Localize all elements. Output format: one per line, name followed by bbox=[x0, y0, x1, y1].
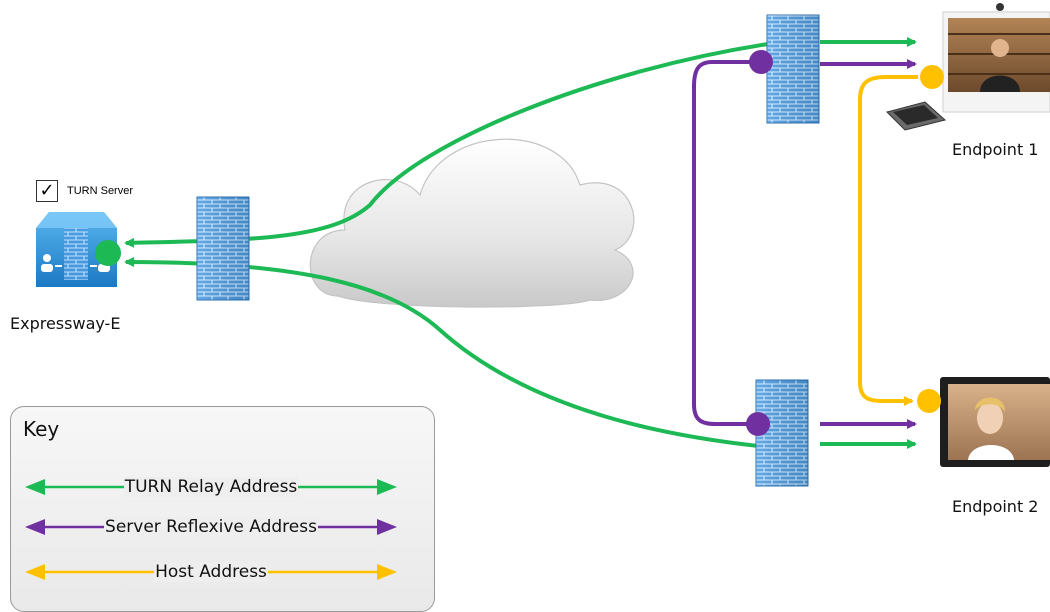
legend-label: TURN Relay Address bbox=[123, 477, 299, 497]
legend-label: Host Address bbox=[154, 562, 268, 582]
host-address-dot bbox=[917, 389, 941, 413]
host-address-dot bbox=[920, 65, 944, 89]
endpoint1-label: Endpoint 1 bbox=[952, 140, 1039, 159]
firewall-icon bbox=[196, 196, 250, 301]
expressway-server-icon bbox=[36, 212, 117, 287]
legend-item-host-address: Host Address bbox=[25, 561, 397, 583]
legend-item-server-reflexive: Server Reflexive Address bbox=[25, 516, 397, 538]
legend-label: Server Reflexive Address bbox=[104, 517, 318, 537]
turn-server-label: TURN Server bbox=[67, 185, 134, 197]
relay-address-dot bbox=[95, 240, 121, 266]
cloud-icon bbox=[309, 138, 635, 308]
reflexive-address-dot bbox=[746, 412, 770, 436]
host-address-path bbox=[858, 75, 918, 406]
checkbox-icon: ✓ bbox=[36, 180, 58, 202]
video-endpoint-icon bbox=[940, 377, 1050, 467]
legend-title: Key bbox=[23, 417, 60, 441]
reflexive-address-dot bbox=[749, 50, 773, 74]
firewall-icon bbox=[766, 14, 820, 124]
video-endpoint-icon bbox=[886, 3, 1050, 131]
expressway-label: Expressway-E bbox=[10, 314, 121, 333]
legend-item-turn-relay: TURN Relay Address bbox=[25, 476, 397, 498]
legend-box: Key TURN Relay Address Server Reflexive … bbox=[10, 406, 435, 612]
endpoint2-label: Endpoint 2 bbox=[952, 497, 1039, 516]
turn-server-checkbox: ✓ TURN Server bbox=[36, 180, 133, 202]
server-reflexive-paths bbox=[692, 59, 917, 429]
